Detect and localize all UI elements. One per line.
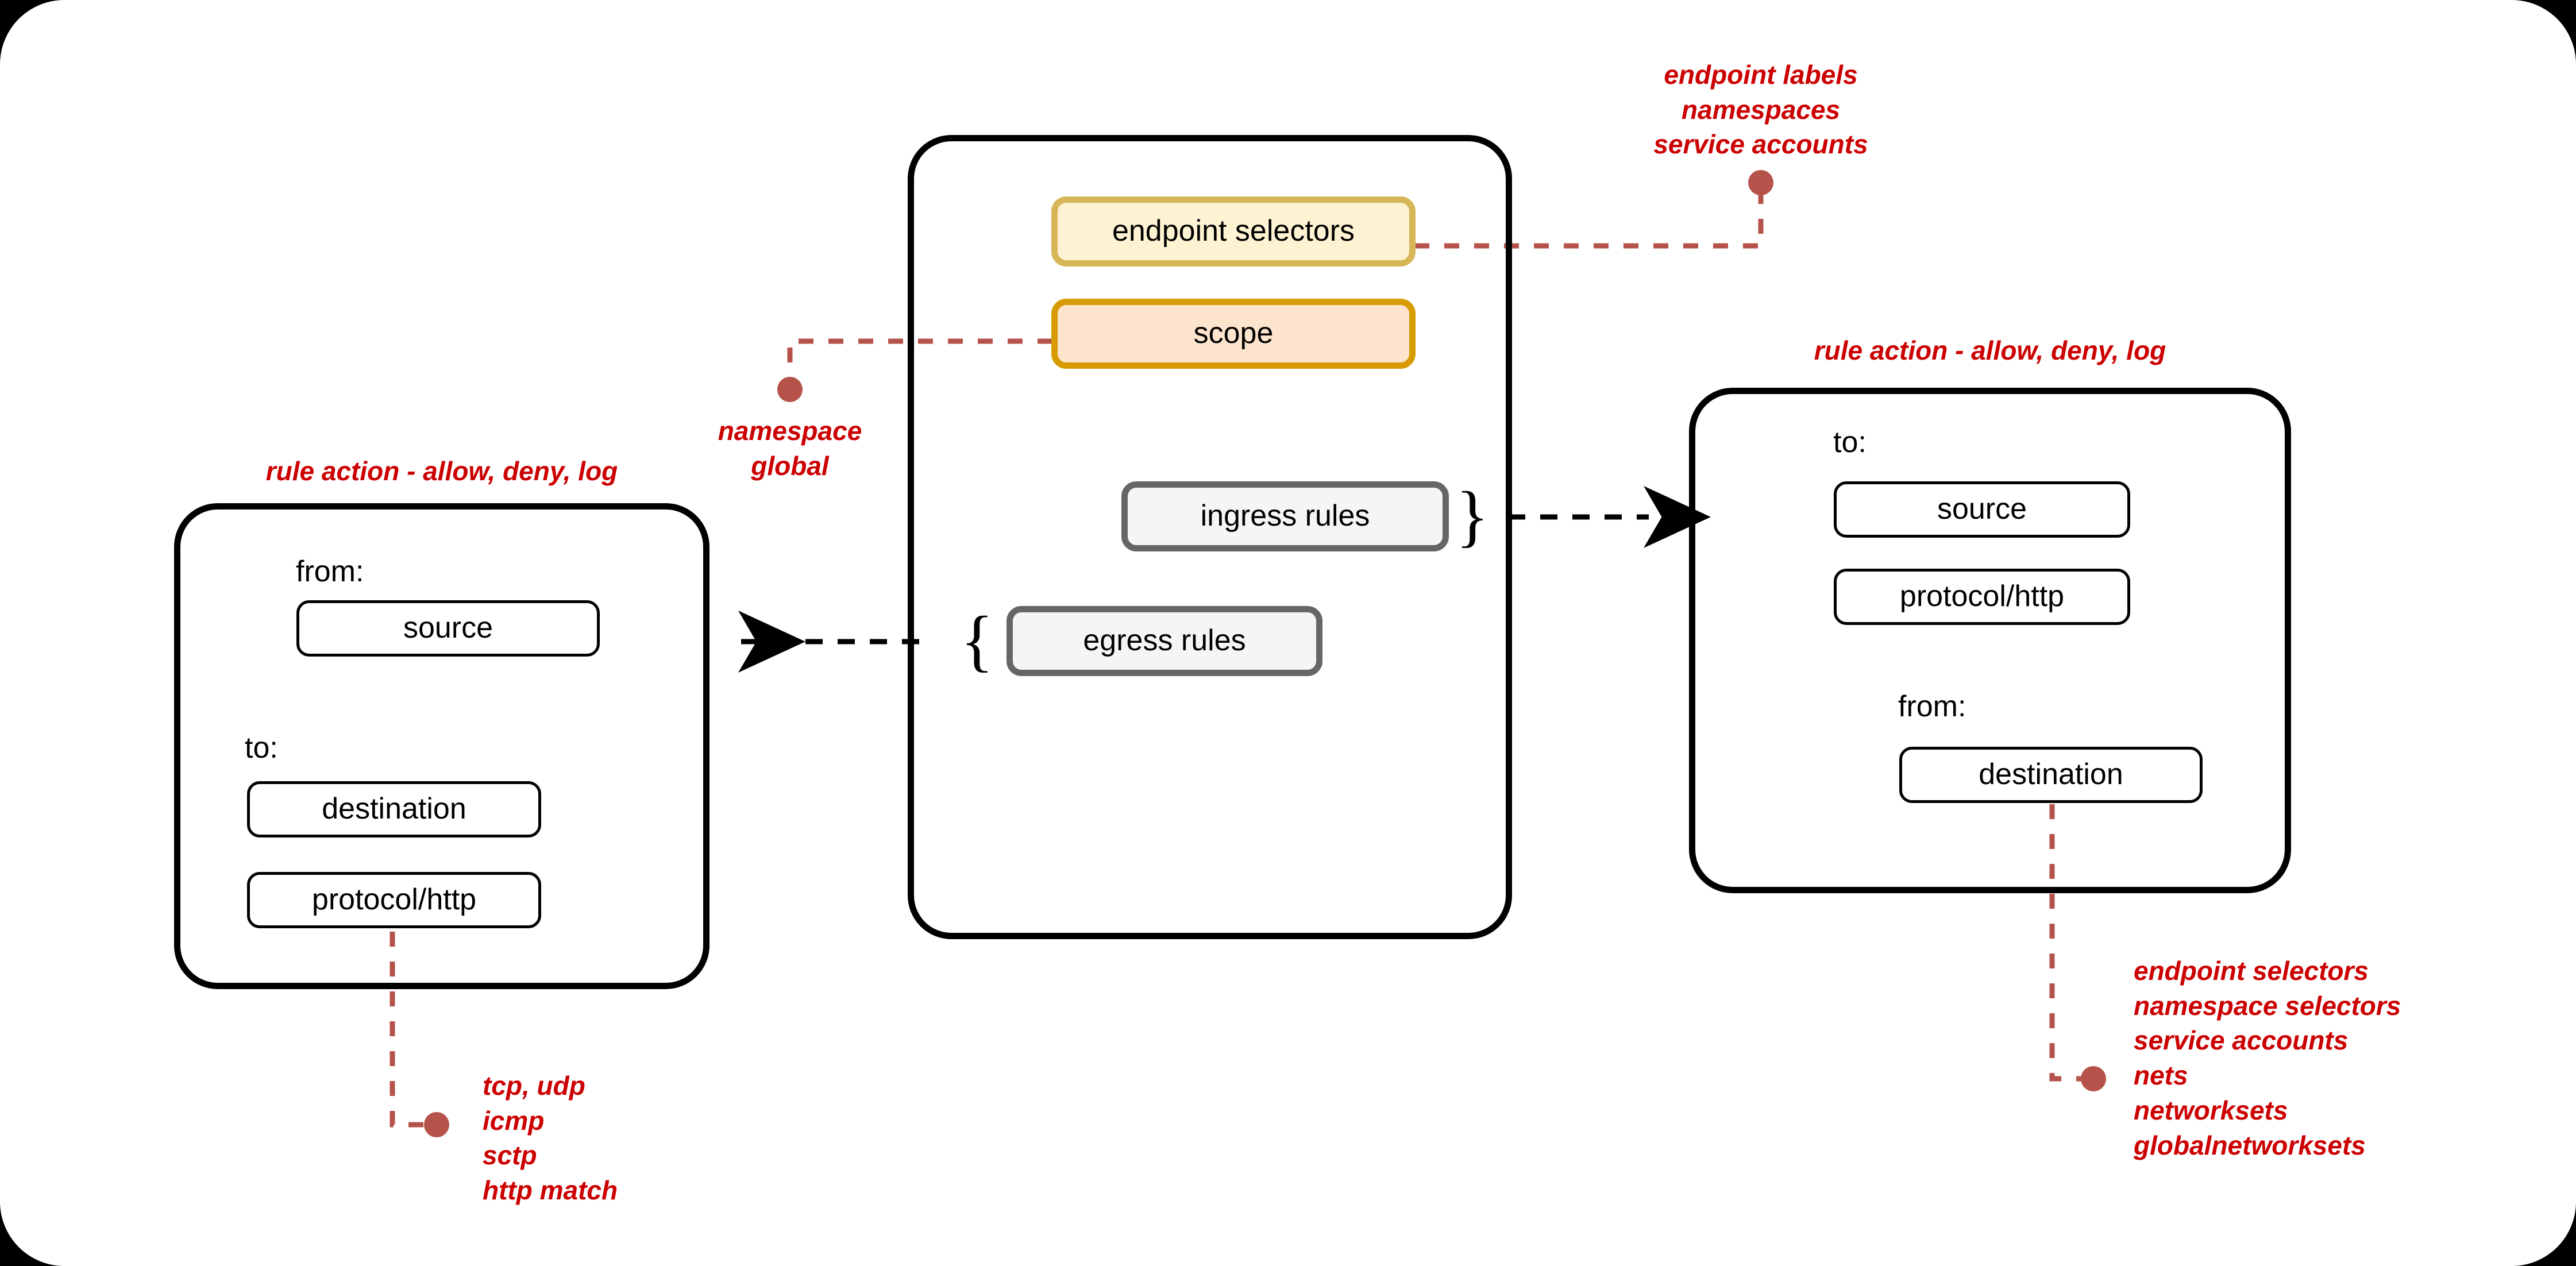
left-to-label: to: <box>245 731 278 765</box>
scope-box[interactable]: scope <box>1051 299 1416 369</box>
left-source-label: source <box>403 611 493 645</box>
left-destination-label: destination <box>322 792 466 826</box>
left-destination-box[interactable]: destination <box>247 781 541 837</box>
destination-annotation-line-0: endpoint selectors <box>2134 956 2369 986</box>
right-destination-box[interactable]: destination <box>1899 747 2203 803</box>
protocol-annotation-line-0: tcp, udp <box>483 1071 585 1101</box>
right-destination-label: destination <box>1979 758 2123 792</box>
protocol-annotation: tcp, udp icmp sctp http match <box>483 1068 618 1208</box>
endpoint-selectors-annotation: endpoint labels namespaces service accou… <box>1588 57 1933 162</box>
destination-annotation: endpoint selectors namespace selectors s… <box>2134 954 2401 1163</box>
protocol-annotation-line-2: sctp <box>483 1140 537 1171</box>
destination-annotation-line-2: service accounts <box>2134 1025 2349 1056</box>
left-rule-action-annotation: rule action - allow, deny, log <box>174 454 709 489</box>
left-protocol-http-label: protocol/http <box>311 883 477 917</box>
endpoint-selectors-annotation-line-1: namespaces <box>1681 94 1841 125</box>
right-to-label: to: <box>1833 426 1867 459</box>
egress-rules-box[interactable]: egress rules <box>1007 606 1322 676</box>
scope-annotation-line-1: global <box>751 450 829 481</box>
endpoint-selectors-annotation-line-0: endpoint labels <box>1664 60 1858 90</box>
endpoint-selectors-annotation-line-2: service accounts <box>1653 129 1868 160</box>
ingress-rules-label: ingress rules <box>1200 499 1370 533</box>
policy-panel[interactable] <box>908 135 1512 939</box>
left-from-label: from: <box>296 555 364 588</box>
egress-rules-label: egress rules <box>1083 624 1246 658</box>
ingress-rule-panel[interactable] <box>1689 388 2291 893</box>
left-rule-action-text: rule action - allow, deny, log <box>265 456 618 486</box>
right-rule-action-annotation: rule action - allow, deny, log <box>1689 333 2291 368</box>
right-protocol-http-box[interactable]: protocol/http <box>1834 569 2130 625</box>
protocol-annotation-line-3: http match <box>483 1175 618 1206</box>
endpoint-selectors-label: endpoint selectors <box>1112 214 1355 248</box>
protocol-annotation-line-1: icmp <box>483 1105 545 1136</box>
destination-annotation-line-1: namespace selectors <box>2134 990 2401 1021</box>
right-source-box[interactable]: source <box>1834 481 2130 538</box>
destination-annotation-line-5: globalnetworksets <box>2134 1130 2366 1160</box>
destination-annotation-line-3: nets <box>2134 1060 2188 1091</box>
scope-annotation: namespace global <box>620 414 959 483</box>
right-from-label: from: <box>1898 690 1966 723</box>
scope-annotation-line-0: namespace <box>718 416 862 446</box>
left-protocol-http-box[interactable]: protocol/http <box>247 872 541 928</box>
destination-annotation-line-4: networksets <box>2134 1095 2288 1125</box>
right-rule-action-text: rule action - allow, deny, log <box>1814 335 2166 365</box>
ingress-rules-box[interactable]: ingress rules <box>1121 481 1449 551</box>
left-source-box[interactable]: source <box>296 600 600 657</box>
endpoint-selectors-box[interactable]: endpoint selectors <box>1051 196 1416 267</box>
ingress-brace: } <box>1456 477 1489 554</box>
egress-rule-panel[interactable] <box>174 503 709 989</box>
egress-brace: { <box>961 602 994 678</box>
scope-label: scope <box>1193 317 1274 350</box>
right-protocol-http-label: protocol/http <box>1899 580 2065 613</box>
right-source-label: source <box>1937 492 2027 526</box>
